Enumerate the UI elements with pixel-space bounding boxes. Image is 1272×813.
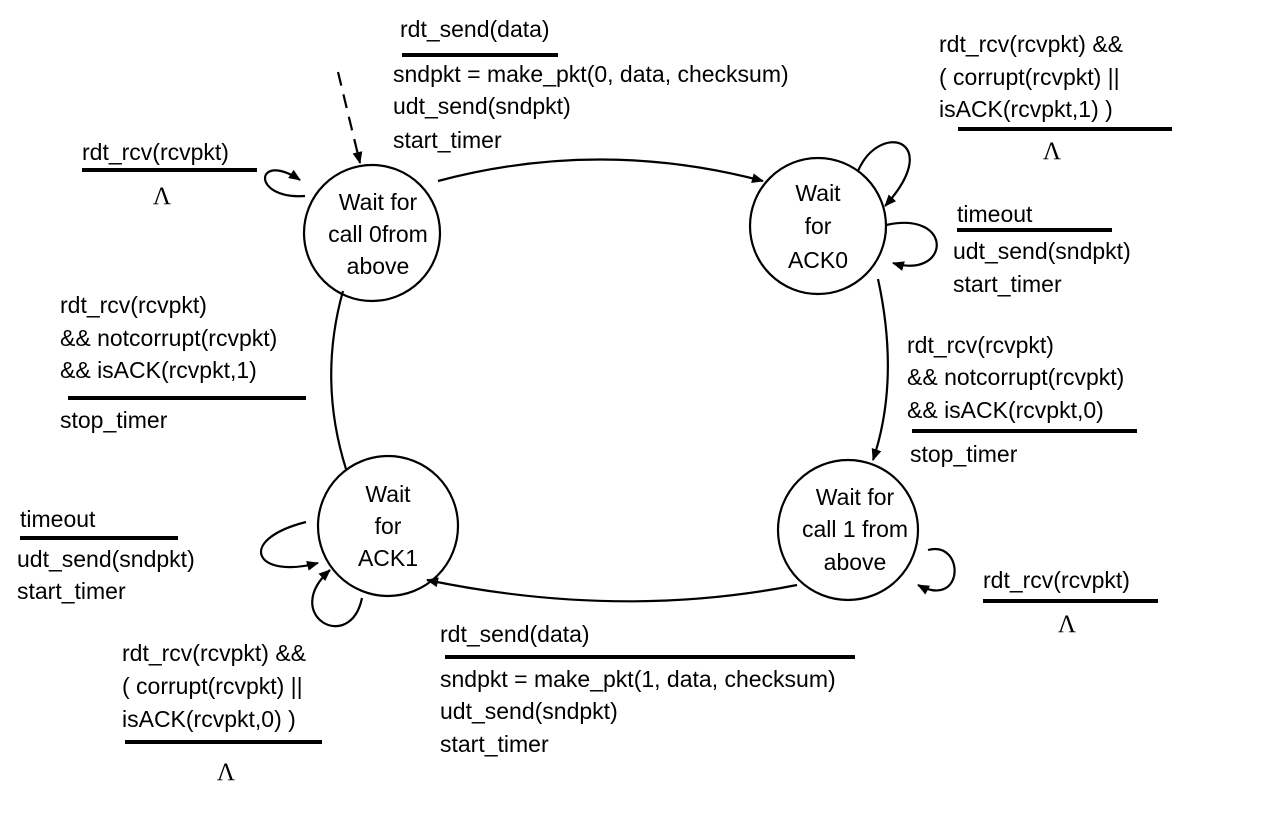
label-ack0-corrupt: rdt_rcv(rcvpkt) && ( corrupt(rcvpkt) || …	[939, 31, 1172, 165]
action-line: start_timer	[17, 578, 126, 604]
edge-call1-to-ack1	[426, 577, 798, 603]
self-loop-call1	[917, 547, 956, 595]
event-text: rdt_send(data)	[440, 621, 590, 647]
lambda-action: Λ	[1043, 138, 1061, 165]
event-text: rdt_send(data)	[400, 16, 550, 42]
self-loop-ack0-timeout	[885, 221, 938, 271]
event-text: timeout	[20, 506, 96, 532]
label-init-self: rdt_rcv(rcvpkt) Λ	[82, 139, 257, 210]
state-label-line: for	[805, 213, 832, 239]
action-line: start_timer	[440, 731, 549, 757]
state-label-line: Wait for	[339, 189, 418, 215]
state-label-line: Wait for	[816, 484, 895, 510]
edge-ack0-to-call1	[871, 278, 889, 461]
state-label-line: ACK0	[788, 247, 848, 273]
label-call1-self: rdt_rcv(rcvpkt) Λ	[983, 567, 1158, 638]
event-line: rdt_rcv(rcvpkt) &&	[939, 31, 1123, 57]
event-line: && notcorrupt(rcvpkt)	[907, 364, 1124, 390]
state-label-line: Wait	[365, 481, 411, 507]
event-text: rdt_rcv(rcvpkt)	[82, 139, 229, 165]
event-line: && notcorrupt(rcvpkt)	[60, 325, 277, 351]
state-label-line: Wait	[795, 180, 841, 206]
self-loop-ack0-corrupt	[856, 141, 911, 207]
event-line: ( corrupt(rcvpkt) ||	[122, 673, 303, 699]
label-send1: rdt_send(data) sndpkt = make_pkt(1, data…	[440, 621, 855, 757]
action-line: sndpkt = make_pkt(0, data, checksum)	[393, 61, 789, 87]
action-line: sndpkt = make_pkt(1, data, checksum)	[440, 666, 836, 692]
lambda-action: Λ	[153, 183, 171, 210]
label-ack1-ok: rdt_rcv(rcvpkt) && notcorrupt(rcvpkt) &&…	[60, 292, 306, 433]
state-wait-ack-1: Wait for ACK1	[316, 454, 460, 598]
state-label-line: above	[824, 549, 887, 575]
action-text: stop_timer	[60, 407, 168, 433]
event-text: timeout	[957, 201, 1033, 227]
state-wait-call-0: Wait for call 0from above	[302, 163, 442, 303]
edge-call0-to-ack0	[437, 158, 764, 184]
action-line: udt_send(sndpkt)	[953, 238, 1131, 264]
label-ack0-timeout: timeout udt_send(sndpkt) start_timer	[953, 201, 1131, 297]
event-line: && isACK(rcvpkt,0)	[907, 397, 1104, 423]
action-line: start_timer	[393, 127, 502, 153]
lambda-action: Λ	[1058, 611, 1076, 638]
action-line: udt_send(sndpkt)	[440, 698, 618, 724]
label-ack1-corrupt: rdt_rcv(rcvpkt) && ( corrupt(rcvpkt) || …	[122, 640, 322, 786]
state-circle	[748, 156, 888, 296]
initial-dashed-arrow	[336, 71, 363, 164]
event-line: && isACK(rcvpkt,1)	[60, 357, 257, 383]
state-circle	[776, 458, 920, 602]
event-line: isACK(rcvpkt,1) )	[939, 96, 1113, 122]
action-line: udt_send(sndpkt)	[393, 93, 571, 119]
state-wait-call-1: Wait for call 1 from above	[776, 458, 920, 602]
lambda-action: Λ	[217, 759, 235, 786]
event-line: rdt_rcv(rcvpkt) &&	[122, 640, 306, 666]
state-label-line: call 1 from	[802, 516, 908, 542]
action-line: start_timer	[953, 271, 1062, 297]
event-line: ( corrupt(rcvpkt) ||	[939, 64, 1120, 90]
action-text: stop_timer	[910, 441, 1018, 467]
state-label-line: ACK1	[358, 545, 418, 571]
event-line: rdt_rcv(rcvpkt)	[60, 292, 207, 318]
self-loop-ack1-timeout	[259, 520, 319, 571]
self-loop-ack1-corrupt	[311, 569, 364, 628]
label-ack1-timeout: timeout udt_send(sndpkt) start_timer	[17, 506, 195, 604]
state-label-line: above	[347, 253, 410, 279]
label-send0: rdt_send(data) sndpkt = make_pkt(0, data…	[393, 16, 789, 153]
state-circle	[302, 163, 442, 303]
event-line: rdt_rcv(rcvpkt)	[907, 332, 1054, 358]
state-circle	[316, 454, 460, 598]
event-line: isACK(rcvpkt,0) )	[122, 706, 296, 732]
edge-ack1-to-call0	[330, 290, 348, 470]
action-line: udt_send(sndpkt)	[17, 546, 195, 572]
state-label-line: for	[375, 513, 402, 539]
event-text: rdt_rcv(rcvpkt)	[983, 567, 1130, 593]
state-wait-ack-0: Wait for ACK0	[748, 156, 888, 296]
label-ack0-ok: rdt_rcv(rcvpkt) && notcorrupt(rcvpkt) &&…	[907, 332, 1137, 467]
self-loop-call0	[264, 169, 306, 198]
state-label-line: call 0from	[328, 221, 428, 247]
